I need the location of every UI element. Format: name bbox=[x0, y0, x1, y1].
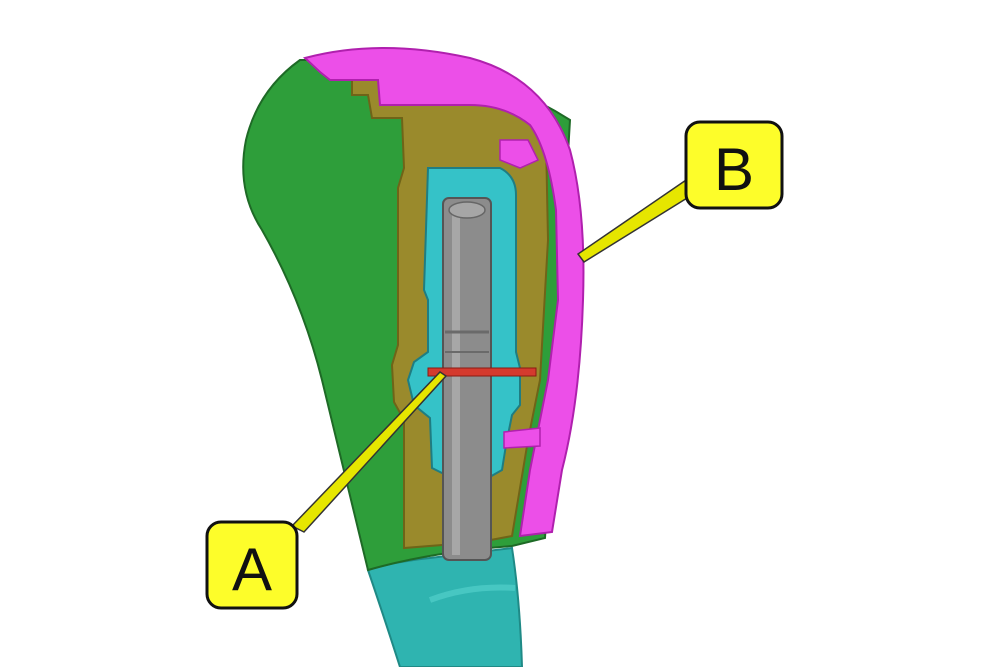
shaft-highlight bbox=[452, 205, 460, 555]
shift-shaft bbox=[442, 197, 492, 561]
callout-a-label: A bbox=[232, 536, 272, 603]
callout-b-box bbox=[684, 120, 784, 210]
knob-collar bbox=[366, 546, 524, 667]
shaft-top bbox=[448, 201, 486, 219]
retaining-clip bbox=[427, 367, 537, 377]
cap-tab bbox=[499, 139, 540, 169]
callout-a: A bbox=[205, 520, 299, 610]
knob-cap bbox=[302, 47, 585, 538]
leader-line-a bbox=[290, 371, 448, 533]
callout-b: B bbox=[684, 120, 784, 210]
callout-b-label: B bbox=[714, 136, 754, 203]
callout-a-box bbox=[205, 520, 299, 610]
leader-line-b bbox=[576, 174, 702, 263]
collar-highlight bbox=[428, 584, 516, 603]
cap-latch bbox=[503, 427, 541, 449]
